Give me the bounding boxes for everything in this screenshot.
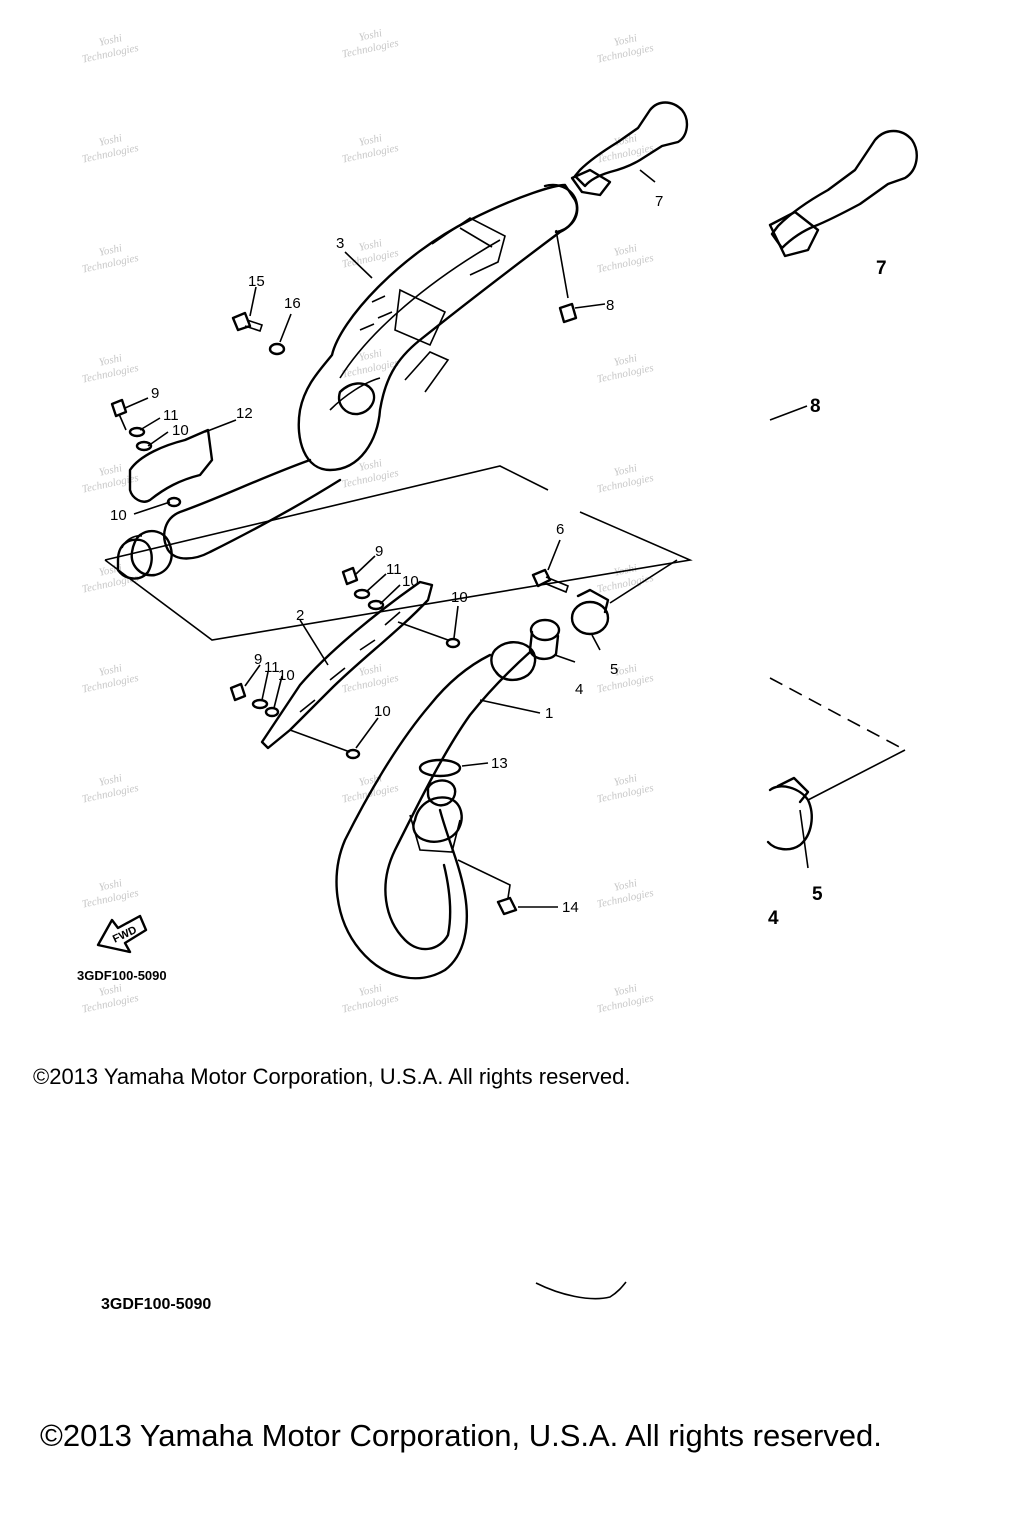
copyright-notice-large: ©2013 Yamaha Motor Corporation, U.S.A. A… <box>40 1418 882 1453</box>
muffler <box>297 183 579 472</box>
watermark-line1: Yoshi <box>98 462 123 479</box>
watermark-line1: Yoshi <box>358 237 383 254</box>
assembly-boundary <box>104 465 693 641</box>
fasteners <box>110 302 578 916</box>
watermark-line1: Yoshi <box>613 242 638 259</box>
watermark-line1: Yoshi <box>358 27 383 44</box>
callout-8: 8 <box>606 297 614 314</box>
silencer-7-enlarged <box>768 129 918 258</box>
callout-15: 15 <box>248 273 265 290</box>
callout-1: 1 <box>545 705 553 722</box>
watermark-line1: Yoshi <box>613 877 638 894</box>
watermark-line1: Yoshi <box>98 562 123 579</box>
callout-10: 10 <box>110 507 127 524</box>
watermark-line1: Yoshi <box>613 352 638 369</box>
callout-7: 7 <box>655 193 663 210</box>
joint-4 <box>528 618 561 661</box>
copyright-notice: ©2013 Yamaha Motor Corporation, U.S.A. A… <box>33 1064 631 1089</box>
watermark-line1: Yoshi <box>613 132 638 149</box>
callout-13: 13 <box>491 755 508 772</box>
enlarged-callout-5: 5 <box>812 884 823 905</box>
watermark-line1: Yoshi <box>358 772 383 789</box>
watermark-line1: Yoshi <box>98 877 123 894</box>
callout-4: 4 <box>575 681 583 698</box>
watermark-line1: Yoshi <box>98 242 123 259</box>
callout-9: 9 <box>254 651 262 668</box>
callout-3: 3 <box>336 235 344 252</box>
callouts: 7 3 15 16 8 9 11 10 12 10 6 9 11 10 10 2… <box>77 193 887 1313</box>
callout-9: 9 <box>151 385 159 402</box>
exhaust-pipe-1 <box>335 641 537 980</box>
watermark-line1: Yoshi <box>613 462 638 479</box>
callout-10: 10 <box>374 703 391 720</box>
callout-11: 11 <box>386 561 402 578</box>
watermark-line1: Yoshi <box>358 347 383 364</box>
watermark-line1: Yoshi <box>358 662 383 679</box>
watermark-line1: Yoshi <box>613 32 638 49</box>
callout-12: 12 <box>236 405 253 422</box>
diagram-code-large: 3GDF100-5090 <box>101 1296 211 1313</box>
callout-9: 9 <box>375 543 383 560</box>
tail-tube <box>116 458 342 580</box>
watermark-line1: Yoshi <box>613 772 638 789</box>
callout-10: 10 <box>451 589 468 606</box>
watermark-line1: Yoshi <box>358 982 383 999</box>
fwd-arrow: FWD <box>96 914 148 954</box>
clamp-5 <box>570 588 610 636</box>
watermark-line1: Yoshi <box>98 132 123 149</box>
protector-2 <box>260 580 434 750</box>
watermark-line1: Yoshi <box>358 132 383 149</box>
bolt-6 <box>531 568 569 594</box>
watermark-line1: Yoshi <box>98 32 123 49</box>
callout-10: 10 <box>172 422 189 439</box>
enlarged-callout-8: 8 <box>810 396 821 417</box>
callout-5: 5 <box>610 661 618 678</box>
silencer-7 <box>570 101 689 197</box>
diagram-code: 3GDF100-5090 <box>77 968 167 983</box>
callout-10: 10 <box>402 573 419 590</box>
watermark-line1: Yoshi <box>98 662 123 679</box>
enlarged-callout-4: 4 <box>768 908 779 929</box>
watermark-line1: Yoshi <box>613 662 638 679</box>
callout-11: 11 <box>264 659 280 676</box>
watermark-line1: Yoshi <box>358 457 383 474</box>
watermark-line1: Yoshi <box>98 772 123 789</box>
watermark-line1: Yoshi <box>98 352 123 369</box>
clamp-5-enlarged <box>766 776 813 851</box>
heat-shield-12 <box>128 428 214 503</box>
gasket-13 <box>418 758 462 778</box>
callout-16: 16 <box>284 295 301 312</box>
enlarged-callout-7: 7 <box>876 258 887 279</box>
callout-6: 6 <box>556 521 564 538</box>
leader-lines <box>124 169 906 1300</box>
callout-11: 11 <box>163 407 179 424</box>
callout-2: 2 <box>296 607 304 624</box>
callout-14: 14 <box>562 899 579 916</box>
watermark-line1: Yoshi <box>98 982 123 999</box>
callout-10: 10 <box>278 667 295 684</box>
watermark-line1: Yoshi <box>613 982 638 999</box>
